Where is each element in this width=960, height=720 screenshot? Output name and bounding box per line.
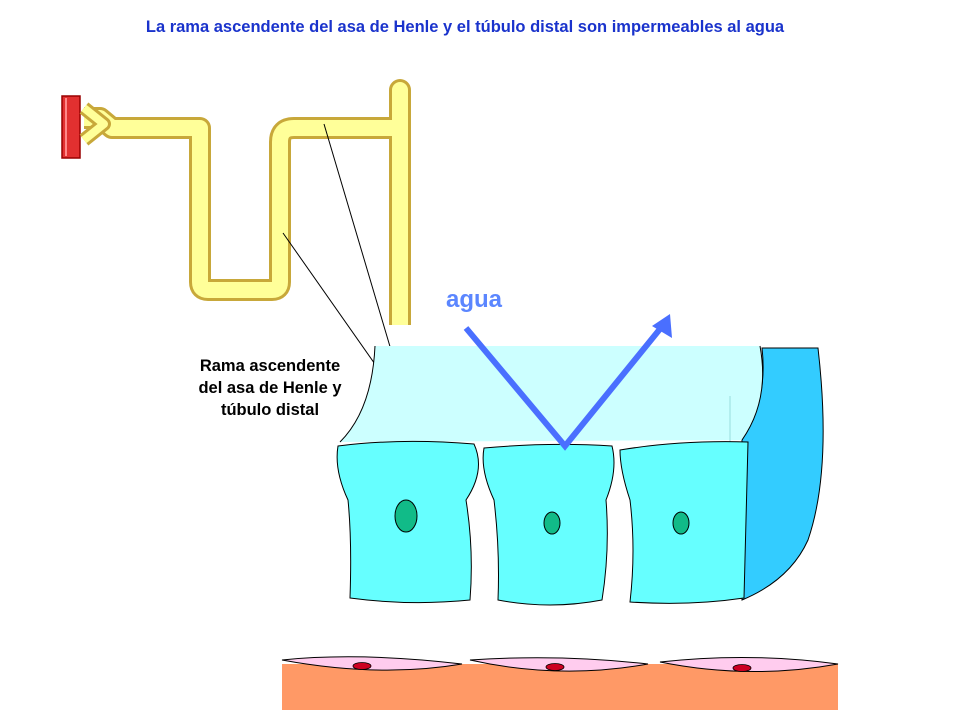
endothelial-nucleus-1 — [352, 662, 372, 670]
water-arrow — [463, 322, 667, 451]
endothelial-cell-1 — [281, 656, 463, 671]
segment-label-line-3: túbulo distal — [220, 401, 320, 419]
nephron-tubule — [84, 82, 408, 325]
endothelial-nucleus-2 — [545, 663, 565, 671]
segment-label-line-1: Rama ascendente — [199, 357, 341, 375]
glomerulus-vessel — [61, 95, 81, 159]
endothelial-nucleus-3 — [732, 664, 752, 672]
tubular-lumen — [340, 346, 763, 442]
cell-nucleus-1 — [394, 499, 418, 533]
segment-label-line-2: del asa de Henle y — [198, 379, 342, 397]
lumen-right-wall — [741, 345, 764, 441]
endothelial-cell-3 — [659, 656, 839, 672]
segment-label: Rama ascendente del asa de Henle y túbul… — [165, 355, 375, 421]
water-arrow-head — [652, 314, 672, 338]
cell-nucleus-3 — [672, 511, 690, 535]
water-label: agua — [446, 286, 503, 313]
cell-nucleus-2 — [543, 511, 561, 535]
diagram-title: La rama ascendente del asa de Henle y el… — [145, 18, 785, 36]
bowman-capsule-inner — [81, 104, 108, 144]
lumen-left-wall — [339, 345, 376, 443]
